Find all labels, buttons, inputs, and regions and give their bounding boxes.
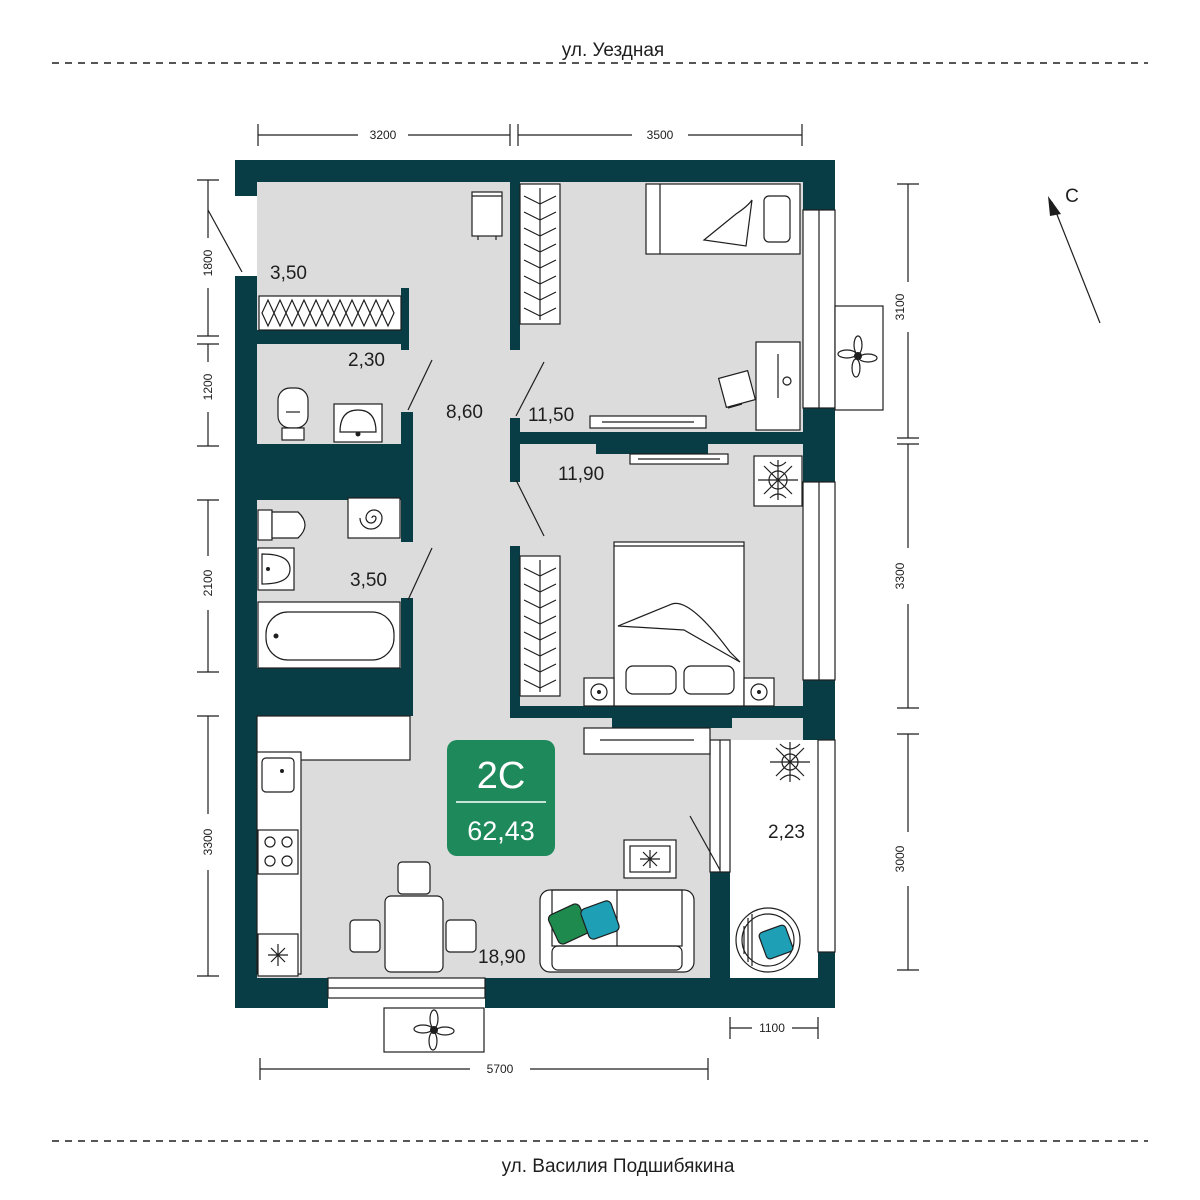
badge-area: 62,43 xyxy=(467,816,535,846)
double-bed-icon xyxy=(613,541,745,707)
sink-icon xyxy=(333,403,383,443)
wardrobe-icon xyxy=(519,555,561,697)
fridge-icon xyxy=(257,933,299,977)
dim-right-2: 3300 xyxy=(893,562,907,589)
tv-icon xyxy=(629,453,729,465)
room-area-living: 18,90 xyxy=(478,947,526,968)
toilet-icon xyxy=(277,387,309,441)
dim-right-1: 3100 xyxy=(893,293,907,320)
apartment-badge: 2С 62,43 xyxy=(447,740,555,856)
room-area-wc: 2,30 xyxy=(348,350,385,371)
boiler-icon xyxy=(347,497,401,539)
single-bed-icon xyxy=(645,183,801,255)
dim-top-right: 3500 xyxy=(647,128,674,142)
dining-table-icon xyxy=(349,861,477,973)
street-top-label: ул. Уездная xyxy=(562,40,664,61)
dim-top-left: 3200 xyxy=(370,128,397,142)
dim-left-2: 1200 xyxy=(201,373,215,400)
dim-left-3: 2100 xyxy=(201,569,215,596)
street-bottom-label: ул. Василия Подшибякина xyxy=(502,1156,735,1177)
badge-type: 2С xyxy=(477,755,526,797)
desk-icon xyxy=(755,341,801,431)
dim-left-1: 1800 xyxy=(201,249,215,276)
windows xyxy=(327,209,836,999)
wardrobe-icon xyxy=(258,295,402,331)
plant-icon xyxy=(770,742,810,782)
door-icons xyxy=(207,209,721,871)
tv-icon xyxy=(583,727,711,755)
walls xyxy=(235,160,835,1008)
compass-label: С xyxy=(1065,186,1079,207)
room-area-corridor: 8,60 xyxy=(446,402,483,423)
bathtub-icon xyxy=(257,601,401,669)
nightstand-icon xyxy=(743,677,775,707)
dim-right-3: 3000 xyxy=(893,845,907,872)
hall-bench-icon xyxy=(471,191,503,240)
plant-icon xyxy=(753,455,803,507)
dimension-lines xyxy=(197,124,919,1080)
sink-icon xyxy=(257,547,295,591)
sofa-icon xyxy=(539,889,695,973)
room-area-balcony: 2,23 xyxy=(768,822,805,843)
ac-unit-icon xyxy=(383,1007,485,1053)
badge-background xyxy=(447,740,555,856)
floor-lamp-icon xyxy=(623,839,677,879)
armchair-icon xyxy=(735,907,801,973)
room-area-bedroom-1: 11,50 xyxy=(528,405,574,426)
ac-unit-icon xyxy=(834,305,884,411)
toilet-icon xyxy=(257,509,306,541)
dim-bottom-main: 5700 xyxy=(487,1062,514,1076)
nightstand-icon xyxy=(583,677,615,707)
stove-icon xyxy=(257,829,299,875)
chair-icon xyxy=(717,369,757,409)
dim-left-4: 3300 xyxy=(201,828,215,855)
dim-bottom-balcony: 1100 xyxy=(759,1021,785,1035)
wardrobe-icon xyxy=(519,183,561,325)
room-area-bedroom-2: 11,90 xyxy=(558,464,604,485)
tv-icon xyxy=(589,415,707,429)
compass-arrow-icon xyxy=(1048,196,1101,324)
room-area-bathroom: 3,50 xyxy=(350,570,387,591)
room-area-hall: 3,50 xyxy=(270,263,307,284)
